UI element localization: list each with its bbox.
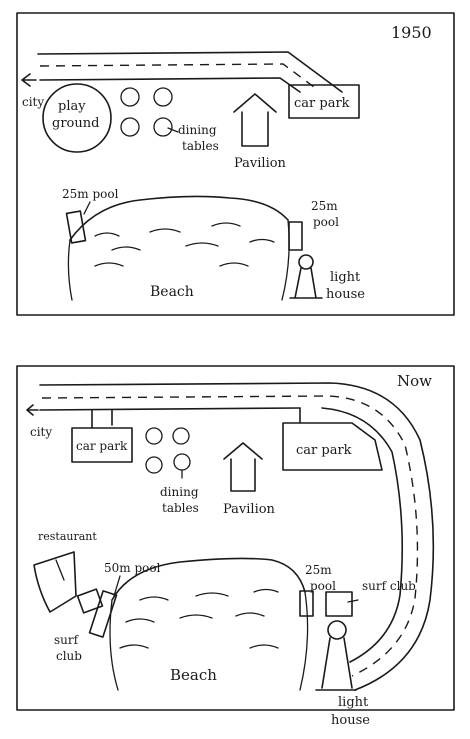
car-park-left-now <box>71 427 133 463</box>
year-now: Now <box>397 372 432 390</box>
table-icon <box>153 87 173 107</box>
label-pavilion-now: Pavilion <box>223 502 276 517</box>
road-now <box>26 382 435 691</box>
pool-right-now <box>299 590 314 617</box>
beach-now <box>111 557 306 601</box>
label-surf-club-right: surf club <box>362 579 416 593</box>
label-beach-1950: Beach <box>150 284 194 300</box>
surf-club-left <box>76 588 104 614</box>
table-icon <box>173 453 191 471</box>
dining-tables-now <box>145 427 191 479</box>
table-icon <box>153 117 173 137</box>
table-icon <box>120 87 140 107</box>
year-1950: 1950 <box>391 23 432 42</box>
label-car-park-left: car park <box>76 439 128 453</box>
pavilion-now-icon <box>223 442 263 492</box>
label-city-1950: city <box>22 95 44 109</box>
arrow-to-city-icon <box>21 73 37 87</box>
pool-right-1950 <box>288 221 303 251</box>
surf-club-right <box>325 591 353 617</box>
pool-50m <box>88 590 118 638</box>
lighthouse-now-icon <box>315 620 357 691</box>
pool-left-1950 <box>65 210 87 244</box>
playground-icon <box>42 83 112 153</box>
car-park-right-now <box>282 422 383 471</box>
restaurant-icon <box>33 551 77 613</box>
map-1950-frame <box>16 12 455 316</box>
beach-1950 <box>69 195 289 241</box>
label-car-park-right: car park <box>296 443 352 458</box>
table-icon <box>172 427 190 445</box>
label-car-park-1950: car park <box>294 96 350 111</box>
label-beach-now: Beach <box>170 666 217 684</box>
pavilion-icon <box>233 93 277 147</box>
label-restaurant: restaurant <box>38 530 97 543</box>
lighthouse-icon <box>289 254 323 299</box>
label-pool-left-1950: 25m pool <box>62 187 119 201</box>
label-city-now: city <box>30 425 52 439</box>
label-pavilion-1950: Pavilion <box>234 156 287 171</box>
arrow-to-city-now-icon <box>26 404 39 416</box>
road-1950 <box>21 51 343 93</box>
map-now-frame <box>16 365 455 711</box>
table-icon <box>145 427 163 445</box>
table-icon <box>145 456 163 474</box>
label-pool-left-now: 50m pool <box>104 561 161 575</box>
dining-tables-1950 <box>120 87 179 137</box>
car-park-1950 <box>288 84 360 119</box>
table-icon <box>120 117 140 137</box>
